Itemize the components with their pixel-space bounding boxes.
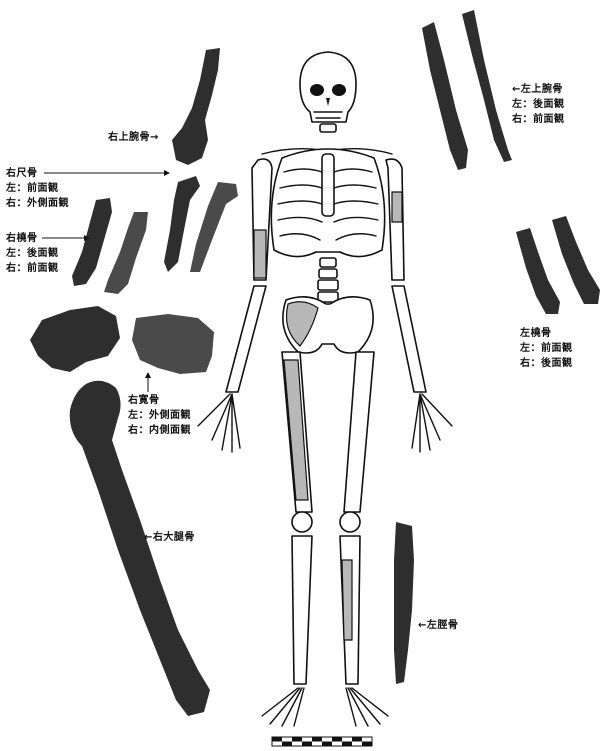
right-foot [262,688,304,726]
left-tibia-shading [342,560,352,640]
left-radius-title: 左橈骨 [520,326,573,341]
right-ulna-view-left: 左：前面観 [6,181,69,196]
left-foot [346,688,388,726]
left-forearm [392,286,426,392]
left-tibia-fragment [394,522,414,684]
left-humerus-view-left: 左：後面観 [512,97,565,112]
left-eye-socket [310,84,324,96]
left-radius-anterior-fragment [516,228,560,314]
right-humerus-fragment [172,48,220,165]
scale-bar-segment [322,742,332,747]
right-ulna-arrowhead [164,170,170,176]
right-lower-leg [292,536,312,684]
right-hip-label: 右寛骨 左：外側面観 右：内側面観 [128,393,191,438]
scale-bar-segment [312,737,322,742]
right-radius-posterior-fragment [72,198,112,286]
left-radius-view-left: 左：前面観 [520,341,573,356]
right-radius-title: 右橈骨 [6,231,59,246]
right-hip-view-right: 右：内側面観 [128,423,191,438]
right-eye-socket [332,84,346,96]
right-hand [198,394,240,452]
right-upper-arm-shading [254,230,266,278]
right-hip-medial-fragment [132,314,214,374]
left-humerus-anterior-fragment [462,10,512,162]
left-humerus-label: ←左上腕骨 左：後面観 右：前面観 [512,82,565,127]
left-kneecap [340,512,360,532]
right-hip-arrowhead [145,372,151,378]
skeleton-diagram [198,52,452,726]
right-radius-label: 右橈骨 左：後面観 右：前面観 [6,231,59,276]
right-radius-view-right: 右：前面観 [6,261,59,276]
right-forearm [226,286,266,392]
right-ulna-label: 右尺骨 左：前面観 右：外側面観 [6,166,69,211]
right-radius-anterior-fragment [104,212,148,294]
scale-bar-segment [282,742,292,747]
left-humerus-view-right: 右：前面観 [512,112,565,127]
right-hip-view-left: 左：外側面観 [128,408,191,423]
scale-bar-segment [352,737,362,742]
left-radius-label: 左橈骨 左：前面観 右：後面観 [520,326,573,371]
scale-bar [272,737,372,746]
left-humerus-title: ←左上腕骨 [512,82,565,97]
scale-bar-segment [292,737,302,742]
right-ulna-title: 右尺骨 [6,166,69,181]
sternum [322,154,334,216]
right-kneecap [292,512,312,532]
scale-bar-segment [362,742,372,747]
left-radius-posterior-fragment [552,216,600,304]
left-humerus-posterior-fragment [422,22,468,170]
left-radius-view-right: 右：後面観 [520,356,573,371]
right-radius-view-left: 左：後面観 [6,246,59,261]
left-femur [344,352,374,512]
scale-bar-segment [302,742,312,747]
scale-bar-segment [342,742,352,747]
left-upper-arm-shading [392,192,402,222]
scale-bar-segment [272,737,282,742]
right-hip-title: 右寛骨 [128,393,191,408]
right-femur-label: ←右大腿骨 [144,530,195,545]
scale-bar-segment [332,737,342,742]
right-humerus-label: 右上腕骨→ [108,130,159,145]
right-ulna-view-right: 右：外側面観 [6,196,69,211]
left-hand [412,394,452,452]
right-ulna-lateral-fragment [190,182,238,272]
right-hip-lateral-fragment [30,306,120,372]
left-tibia-label: ←左脛骨 [418,618,458,633]
